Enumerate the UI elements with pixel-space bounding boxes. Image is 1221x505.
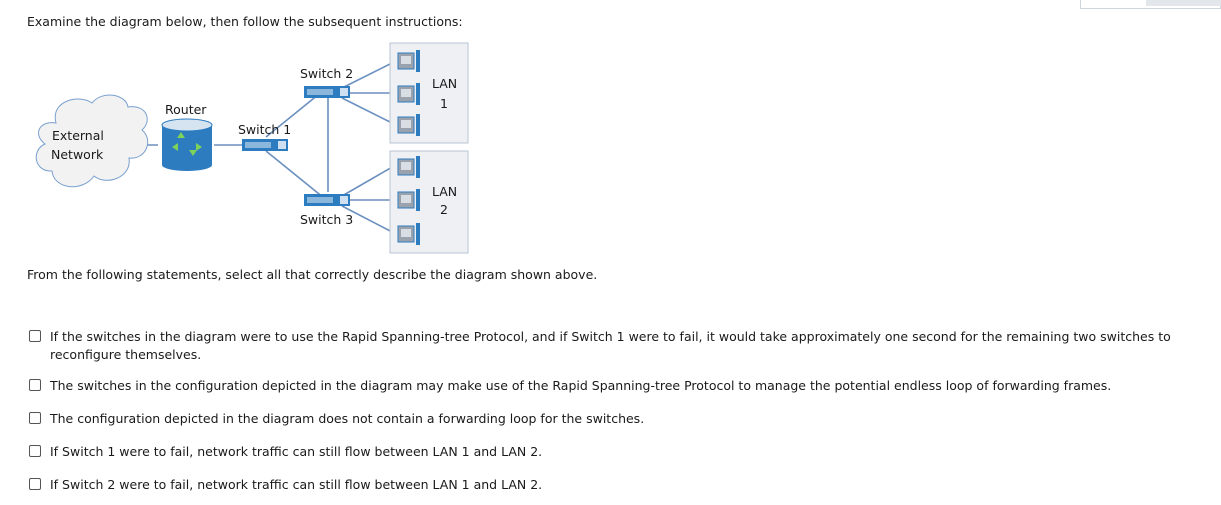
switch3-label: Switch 3	[300, 212, 354, 227]
router-label: Router	[165, 102, 207, 117]
lan2-computer-icon-2	[397, 189, 420, 211]
answer-option-4[interactable]: If Switch 1 were to fail, network traffi…	[29, 443, 1190, 461]
answer-checkbox-2[interactable]	[29, 379, 41, 391]
answer-text-1[interactable]: If the switches in the diagram were to u…	[50, 329, 1171, 362]
lan2-computer-icon-3	[397, 223, 420, 245]
cloud-label-line1: External	[52, 128, 104, 143]
answer-text-4[interactable]: If Switch 1 were to fail, network traffi…	[50, 444, 543, 459]
switch2-label: Switch 2	[300, 66, 354, 81]
switch1-icon	[242, 139, 288, 151]
answer-checkbox-3[interactable]	[29, 412, 41, 424]
cloud-label-line2: Network	[51, 147, 104, 162]
answer-checkbox-5[interactable]	[29, 478, 41, 490]
lan1-computer-icon-3	[397, 114, 420, 136]
lan1-computer-icon-2	[397, 83, 420, 105]
top-scroll-indicator	[1080, 0, 1221, 9]
lan2-label-line2: 2	[440, 202, 448, 217]
switch1-label: Switch 1	[238, 122, 292, 137]
lan2-label-line1: LAN	[432, 184, 458, 199]
answer-checkbox-4[interactable]	[29, 445, 41, 457]
top-scroll-fill	[1146, 0, 1221, 6]
answer-option-5[interactable]: If Switch 2 were to fail, network traffi…	[29, 476, 1190, 494]
switch2-icon	[304, 86, 350, 98]
answer-text-5[interactable]: If Switch 2 were to fail, network traffi…	[50, 477, 543, 492]
answer-option-1[interactable]: If the switches in the diagram were to u…	[29, 328, 1190, 364]
answer-text-3[interactable]: The configuration depicted in the diagra…	[50, 411, 645, 426]
link-switch2-lan1-a	[341, 61, 395, 89]
answer-option-2[interactable]: The switches in the configuration depict…	[29, 377, 1190, 395]
network-diagram-svg	[35, 42, 469, 254]
router-icon	[161, 118, 213, 171]
lan1-computer-icon-1	[397, 50, 420, 72]
question-text: From the following statements, select al…	[27, 267, 598, 282]
link-switch1-switch3	[265, 150, 325, 199]
lan1-label-line2: 1	[440, 96, 448, 111]
lan2-computer-icon-1	[397, 156, 420, 178]
link-switch2-lan1-c	[341, 97, 395, 125]
link-switch3-lan2-c	[341, 205, 395, 234]
answer-checkbox-1[interactable]	[29, 330, 41, 342]
intro-text: Examine the diagram below, then follow t…	[27, 14, 463, 29]
answer-text-2[interactable]: The switches in the configuration depict…	[50, 378, 1112, 393]
external-network-cloud-icon	[35, 94, 149, 188]
network-diagram: External Network Router Switch 1 Switch …	[28, 40, 488, 260]
lan1-label-line1: LAN	[432, 76, 458, 91]
link-switch3-lan2-a	[341, 165, 395, 197]
switch3-icon	[304, 194, 350, 206]
answer-option-3[interactable]: The configuration depicted in the diagra…	[29, 410, 1190, 428]
